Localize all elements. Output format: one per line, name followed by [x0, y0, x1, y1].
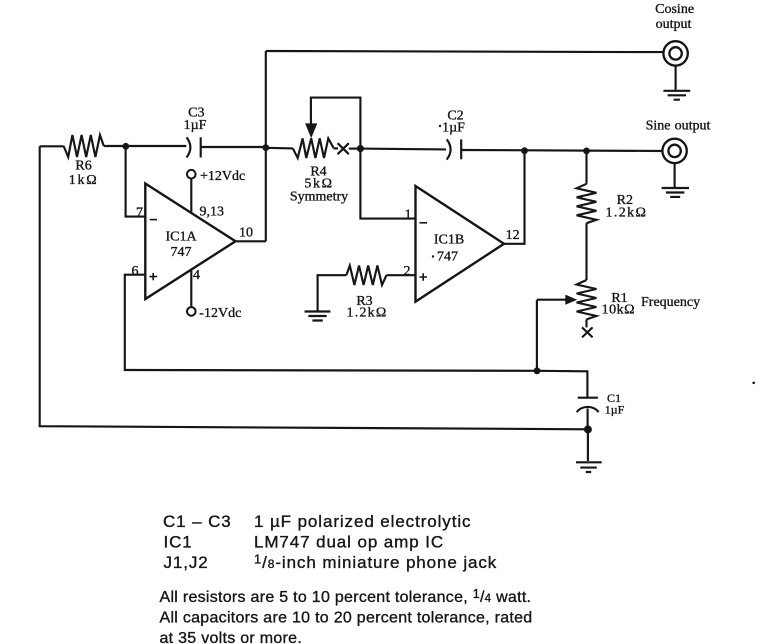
- svg-text:1µF: 1µF: [442, 120, 465, 135]
- svg-text:747: 747: [437, 249, 458, 264]
- svg-text:1µF: 1µF: [184, 118, 207, 133]
- svg-text:1.2kΩ: 1.2kΩ: [347, 306, 388, 321]
- svg-text:6: 6: [132, 264, 139, 279]
- svg-text:1µF: 1µF: [605, 403, 625, 417]
- svg-text:747: 747: [171, 245, 192, 260]
- svg-text:IC1B: IC1B: [434, 233, 464, 248]
- svg-text:at 35 volts or more.: at 35 volts or more.: [160, 630, 303, 644]
- svg-text:10kΩ: 10kΩ: [602, 303, 635, 318]
- svg-text:10: 10: [239, 226, 253, 241]
- svg-text:R2: R2: [617, 193, 633, 208]
- svg-text:output: output: [656, 17, 692, 32]
- svg-text:+12Vdc: +12Vdc: [200, 169, 245, 184]
- svg-text:R6: R6: [75, 159, 91, 174]
- svg-text:R3: R3: [356, 294, 372, 309]
- svg-text:C1 – C3: C1 – C3: [163, 512, 232, 531]
- svg-text:9,13: 9,13: [200, 205, 225, 220]
- svg-text:C3: C3: [188, 106, 204, 121]
- svg-text:1.2kΩ: 1.2kΩ: [605, 205, 647, 220]
- svg-text:4: 4: [193, 268, 200, 283]
- svg-text:2: 2: [404, 264, 411, 279]
- svg-text:output: output: [675, 118, 711, 133]
- svg-text:1kΩ: 1kΩ: [69, 173, 99, 188]
- svg-text:C2: C2: [447, 108, 463, 123]
- svg-text:1/8-inch miniature phone jack: 1/8-inch miniature phone jack: [254, 552, 497, 573]
- svg-text:1: 1: [405, 207, 412, 222]
- svg-text:All resistors are 5 to 10 perc: All resistors are 5 to 10 percent tolera…: [160, 587, 532, 606]
- svg-text:R4: R4: [310, 165, 326, 180]
- svg-text:Frequency: Frequency: [641, 295, 700, 310]
- svg-text:C1: C1: [607, 391, 621, 405]
- svg-text:IC1: IC1: [164, 532, 193, 551]
- svg-text:IC1A: IC1A: [165, 230, 197, 245]
- svg-text:5kΩ: 5kΩ: [304, 177, 333, 192]
- svg-text:All capacitors are 10 to 20 pe: All capacitors are 10 to 20 percent tole…: [160, 610, 533, 627]
- svg-text:LM747 dual op amp IC: LM747 dual op amp IC: [254, 532, 444, 551]
- svg-text:1 µF polarized electrolytic: 1 µF polarized electrolytic: [254, 512, 471, 531]
- svg-text:-12Vdc: -12Vdc: [199, 306, 241, 321]
- svg-text:Cosine: Cosine: [655, 2, 694, 17]
- svg-text:Sine: Sine: [646, 118, 671, 133]
- svg-text:R1: R1: [611, 291, 627, 306]
- svg-text:12: 12: [506, 228, 520, 243]
- svg-text:J1,J2: J1,J2: [164, 553, 209, 572]
- svg-text:7: 7: [136, 206, 143, 221]
- svg-text:Symmetry: Symmetry: [290, 189, 348, 204]
